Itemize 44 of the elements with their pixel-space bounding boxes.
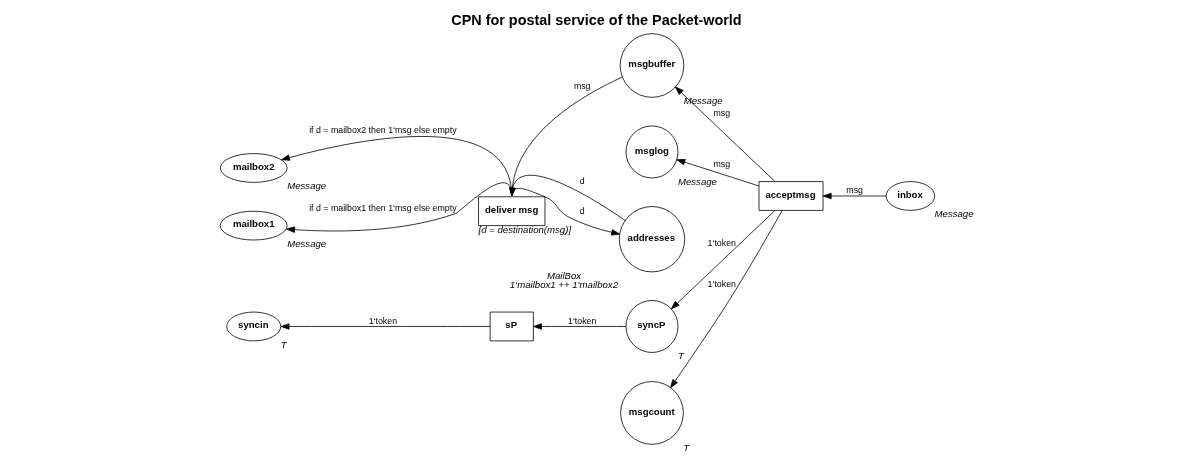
node-label: Message	[286, 237, 326, 249]
edge-label: msg	[712, 159, 730, 170]
arrow	[822, 192, 886, 200]
arrow	[510, 188, 620, 236]
edge-label: 1‘token	[707, 279, 736, 290]
node-ellipse: mailbox2	[219, 153, 287, 183]
edge-label: if d = mailbox1 then 1‘msg else empty	[308, 203, 457, 214]
node-box: sP	[489, 311, 534, 342]
arrow	[669, 210, 783, 389]
arrow	[508, 174, 626, 221]
edge-label: msg	[712, 107, 730, 118]
edge-label: d	[579, 206, 585, 217]
node-label: T	[682, 442, 689, 454]
node-box: acceptmsg	[758, 181, 823, 211]
node-label: T	[280, 338, 287, 350]
node-label: Message	[683, 95, 723, 107]
arrow	[280, 323, 490, 330]
node-label: 1‘mailbox1 ++ 1‘mailbox2	[509, 279, 618, 291]
edge-label: 1‘token	[368, 315, 397, 326]
node-label: Message	[677, 175, 717, 187]
edge-label: 1‘token	[707, 238, 736, 249]
arrow	[674, 86, 775, 182]
node-label: MailBox	[546, 269, 581, 281]
node-ellipse: syncin	[225, 311, 281, 342]
node-circle: addresses	[618, 206, 685, 273]
edge-label: if d = mailbox2 then 1‘msg else empty	[308, 125, 457, 136]
node-ellipse: mailbox1	[219, 210, 287, 241]
edge-label: 1‘token	[567, 315, 596, 326]
arrow	[670, 210, 775, 310]
node-label: Message	[286, 180, 326, 192]
edge-label: msg	[845, 185, 863, 196]
arrow	[676, 159, 759, 187]
node-ellipse: inbox	[885, 181, 935, 211]
edge-label: msg	[573, 81, 591, 92]
arrow	[508, 76, 623, 197]
edge-label: d	[579, 175, 585, 186]
node-label: T	[677, 350, 684, 362]
node-label: [d = destination(msg)]	[478, 223, 571, 235]
diagram-title: CPN for postal service of the Packet-world	[450, 12, 742, 29]
node-circle: msglog	[625, 125, 678, 179]
node-label: Message	[934, 208, 974, 220]
arrow	[285, 182, 512, 233]
node-box: deliver msg	[477, 196, 545, 226]
arrow	[532, 323, 626, 330]
